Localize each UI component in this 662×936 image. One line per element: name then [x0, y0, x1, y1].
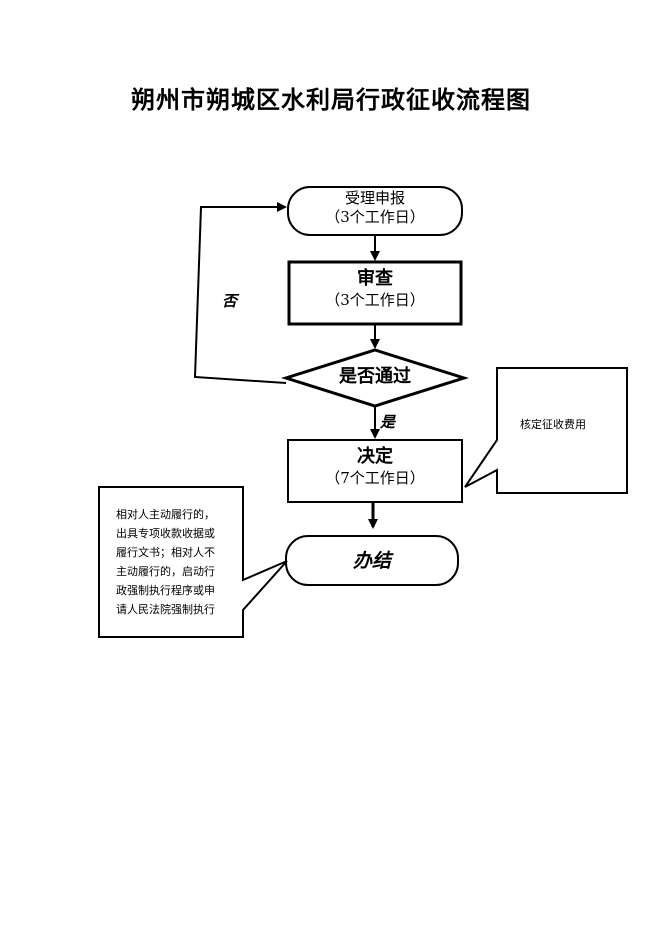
node-review: 审查 （3个工作日）: [289, 268, 461, 309]
edge-yes-label: 是: [380, 413, 396, 431]
node-review-duration: （3个工作日）: [325, 290, 425, 309]
node-accept-label: 受理申报: [344, 189, 405, 207]
note-enforce-line: 履行文书；相对人不: [116, 546, 215, 559]
node-check-label: 是否通过: [339, 366, 411, 387]
node-accept: 受理申报 （3个工作日）: [288, 189, 462, 227]
node-decide-label: 决定: [357, 446, 393, 467]
note-enforce-line: 相对人主动履行的，: [116, 508, 215, 521]
note-enforce-line: 请人民法院强制执行: [116, 603, 215, 616]
note-enforce-line: 主动履行的，启动行: [116, 565, 215, 578]
node-finish-label: 办结: [352, 550, 391, 572]
note-fee: 核定征收费用: [520, 418, 586, 431]
node-accept-duration: （3个工作日）: [325, 207, 425, 226]
node-review-label: 审查: [357, 268, 393, 289]
edge-no-label: 否: [222, 292, 238, 310]
edge-check-no-loop: [193, 202, 287, 384]
node-decide-shape: [287, 439, 463, 503]
callout-enforce-shape: [98, 486, 288, 638]
note-enforce-line: 出具专项收款收据或: [116, 527, 215, 540]
callout-fee-shape: [464, 367, 628, 494]
node-decide: 决定 （7个工作日）: [288, 446, 462, 487]
node-decide-duration: （7个工作日）: [325, 468, 425, 487]
note-enforce: 相对人主动履行的， 出具专项收款收据或 履行文书；相对人不 主动履行的，启动行 …: [116, 505, 215, 619]
note-enforce-line: 政强制执行程序或申: [116, 584, 215, 597]
page-title: 朔州市朔城区水利局行政征收流程图: [131, 85, 531, 114]
